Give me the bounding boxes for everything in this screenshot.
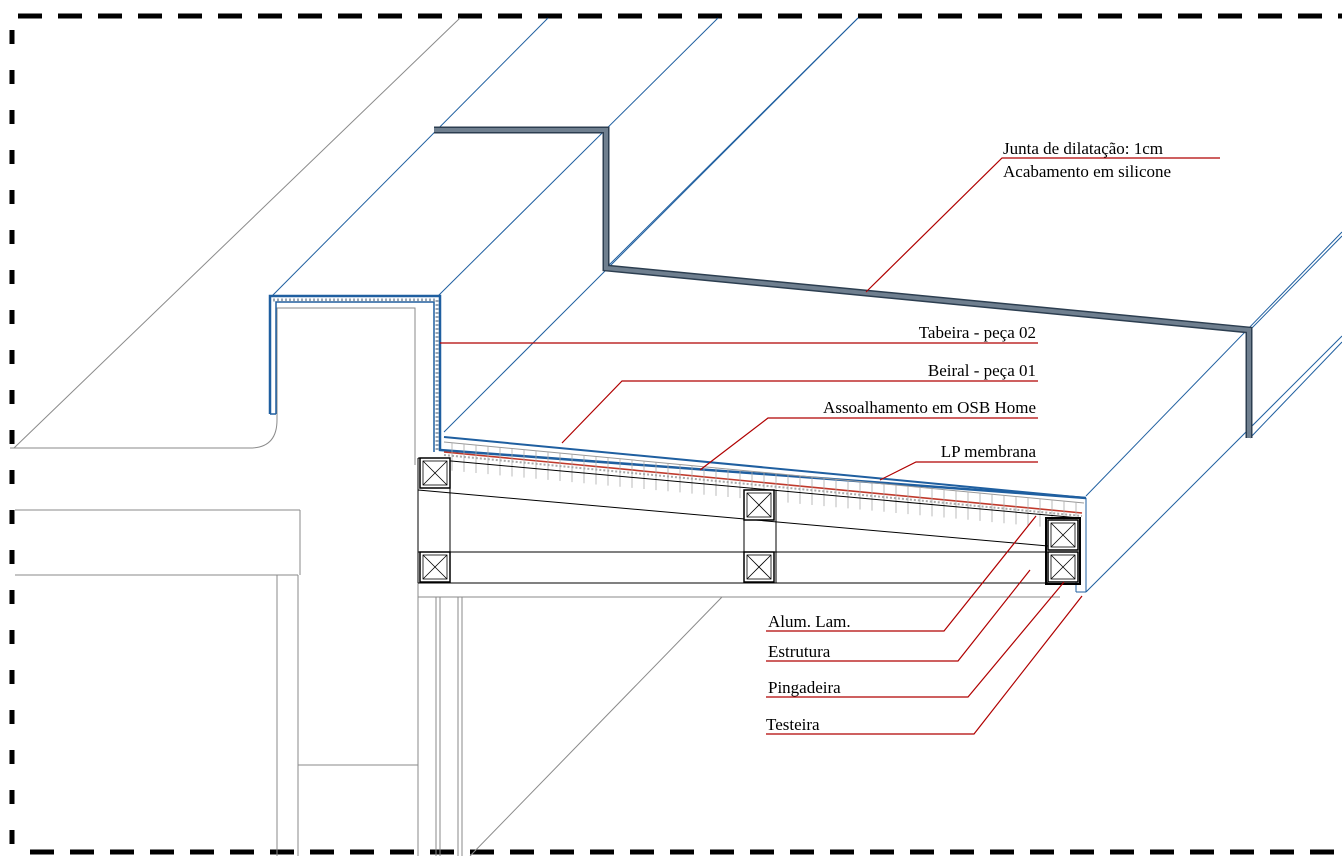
dashed-border bbox=[9, 13, 1342, 856]
label-beiral: Beiral - peça 01 bbox=[928, 361, 1036, 380]
label-alum: Alum. Lam. bbox=[768, 612, 851, 631]
blocking-box bbox=[419, 551, 451, 583]
blocking-box bbox=[1047, 551, 1079, 583]
blocking-box bbox=[1047, 519, 1079, 551]
label-testeira: Testeira bbox=[766, 715, 820, 734]
blocking-boxes bbox=[419, 457, 1079, 583]
label-junta-line2: Acabamento em silicone bbox=[1003, 162, 1171, 181]
label-membrana: LP membrana bbox=[941, 442, 1037, 461]
fascia-piece bbox=[268, 294, 1087, 500]
label-tabeira: Tabeira - peça 02 bbox=[919, 323, 1036, 342]
wall-outline bbox=[10, 17, 1060, 856]
expansion-joint-flashing bbox=[434, 126, 1253, 438]
leader-lines bbox=[440, 157, 1220, 735]
deck-hatch bbox=[451, 442, 1077, 531]
blocking-box bbox=[743, 489, 775, 521]
callout-labels: Junta de dilatação: 1cm Acabamento em si… bbox=[766, 139, 1171, 734]
label-pingadeira: Pingadeira bbox=[768, 678, 841, 697]
roof-perspective-lines bbox=[271, 17, 1342, 593]
blocking-box bbox=[419, 457, 451, 489]
label-assoalhamento: Assoalhamento em OSB Home bbox=[823, 398, 1036, 417]
label-estrutura: Estrutura bbox=[768, 642, 831, 661]
blocking-box bbox=[743, 551, 775, 583]
label-junta-line1: Junta de dilatação: 1cm bbox=[1003, 139, 1163, 158]
